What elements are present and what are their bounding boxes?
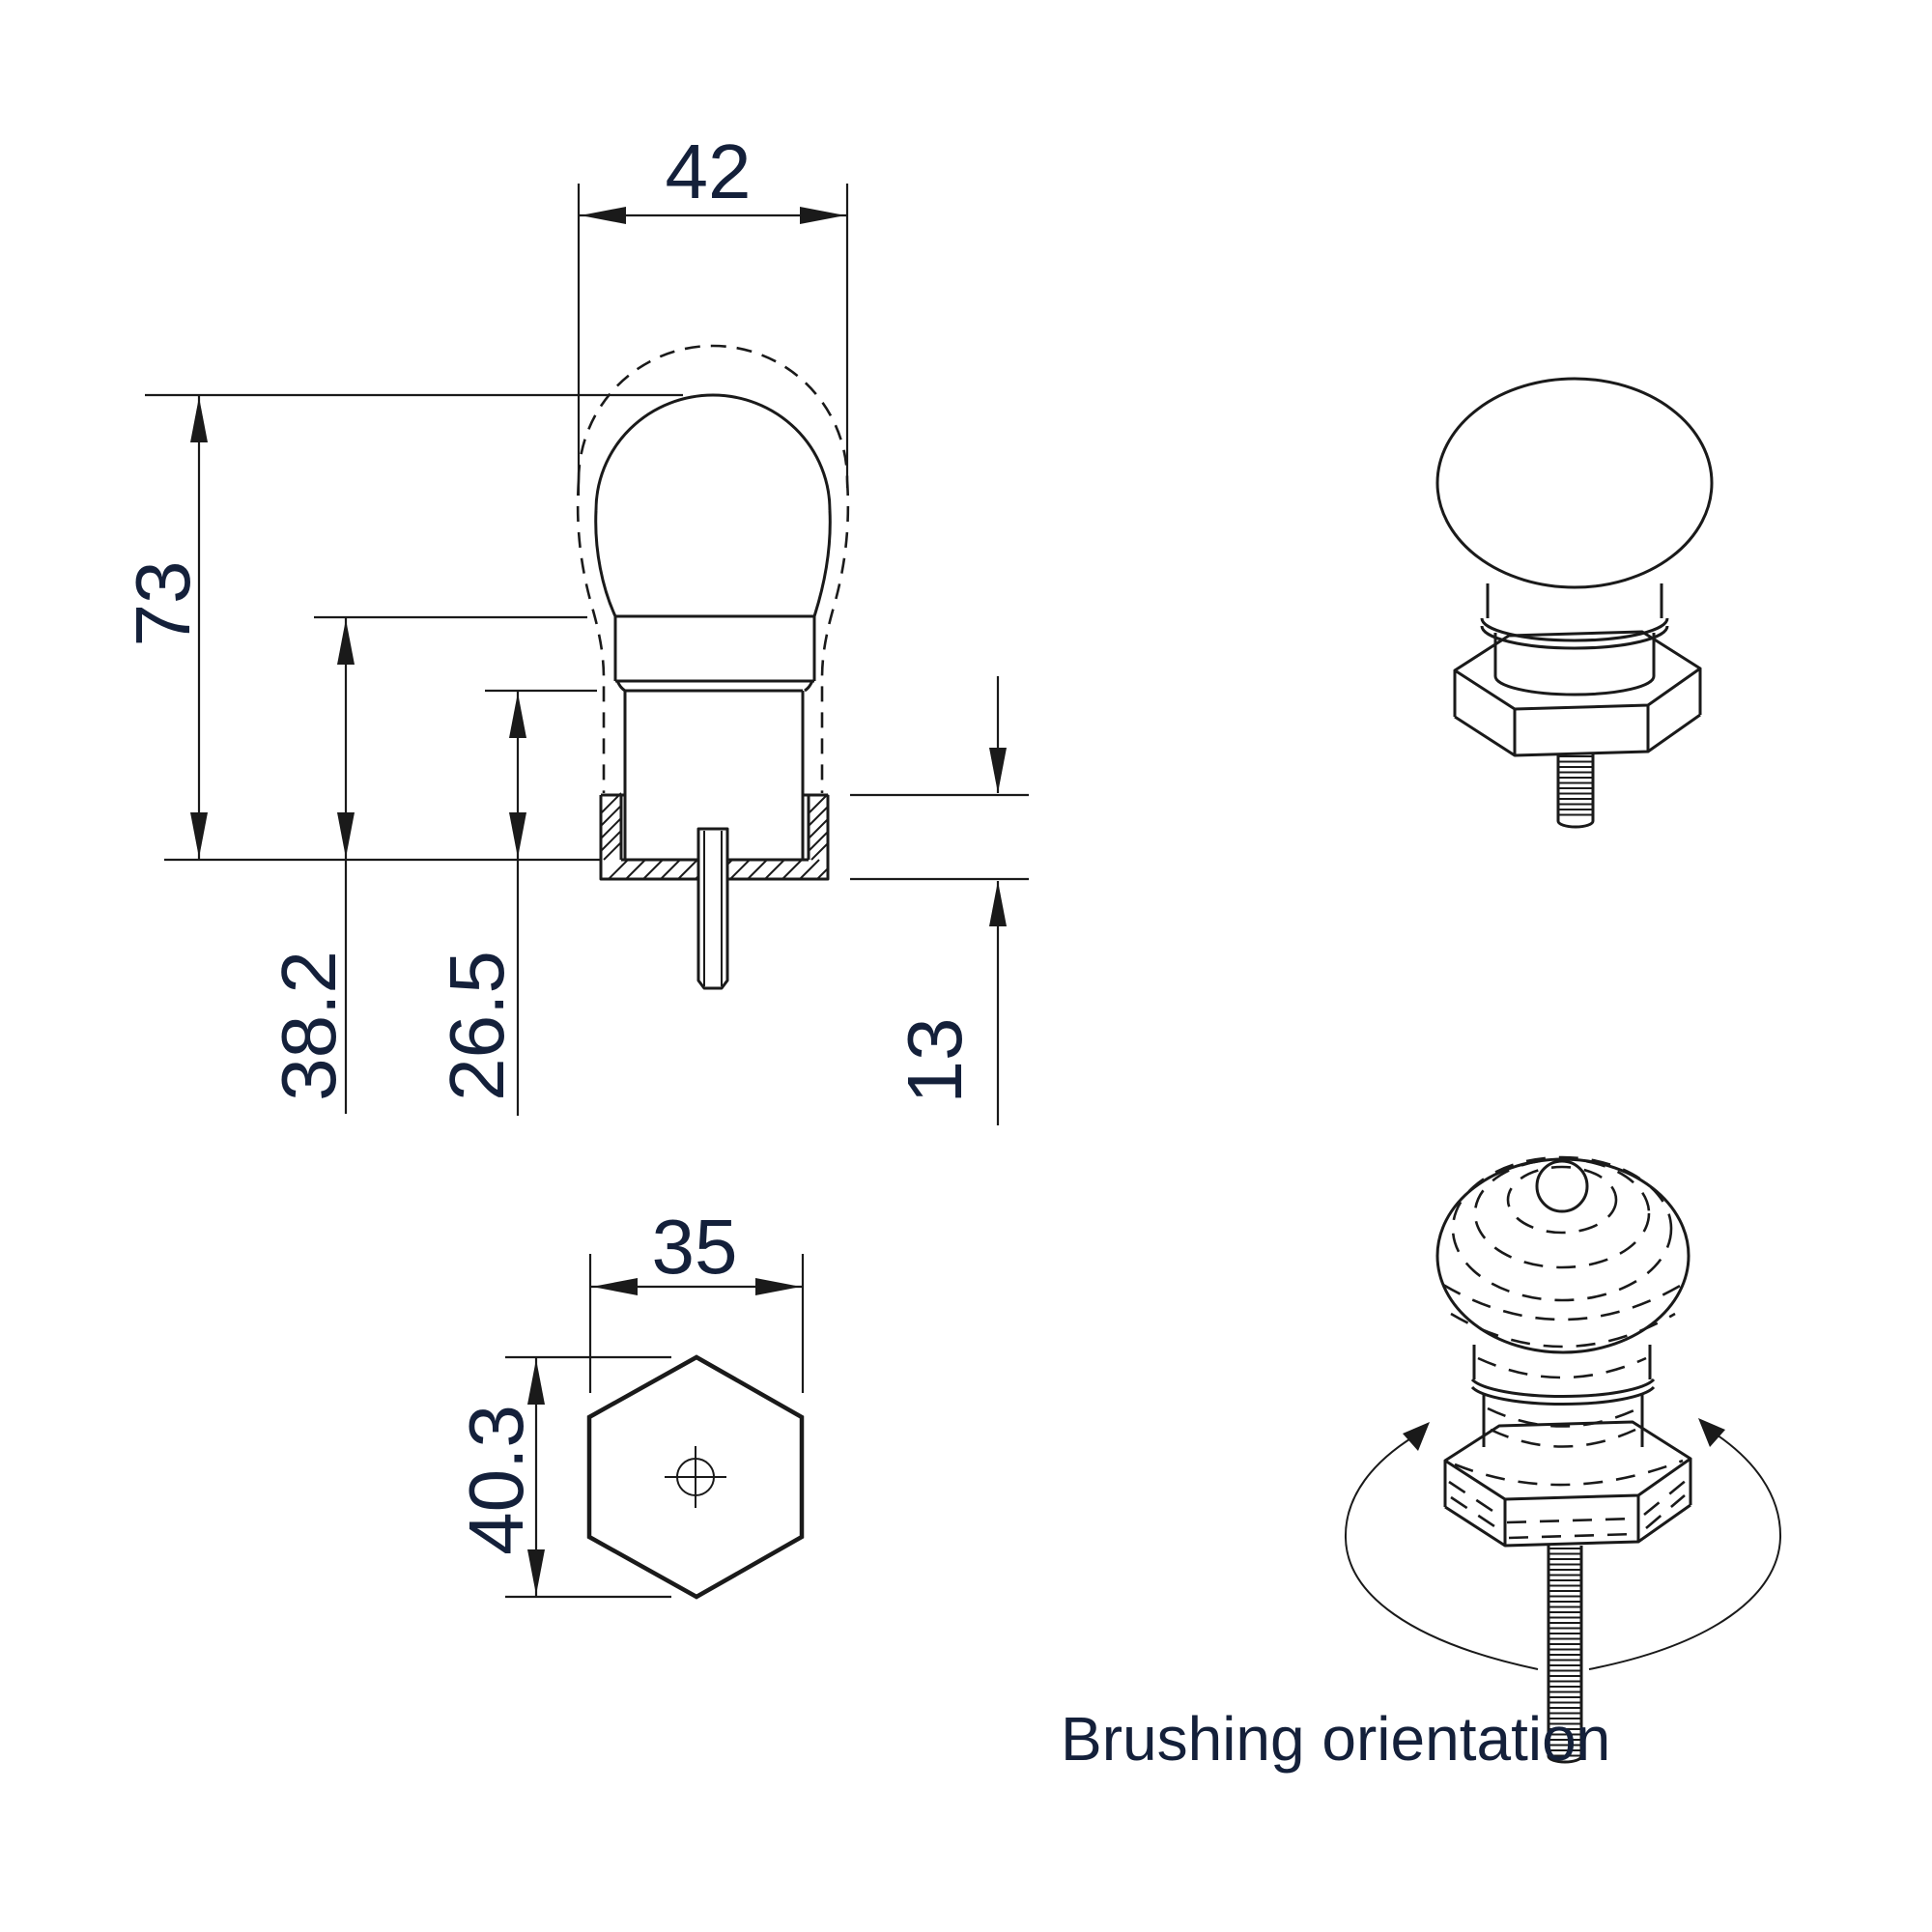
- dimension-73: [145, 393, 683, 862]
- brush-neck: [1470, 1345, 1656, 1448]
- cylinder-body: [623, 689, 805, 860]
- iso-view-brushing: [1344, 1155, 1782, 1764]
- ball-outline: [594, 393, 832, 617]
- dimension-38-2: [314, 615, 587, 1114]
- dim-label-ball-diameter: 42: [666, 128, 752, 214]
- dimension-42: [577, 184, 849, 496]
- rotation-arrowhead-left: [1403, 1422, 1430, 1451]
- brush-direction-rings: [1442, 1155, 1683, 1349]
- iso-view-plain: [1435, 377, 1714, 829]
- nut-hatching: [600, 792, 829, 880]
- hexagon-outline: [586, 1354, 805, 1600]
- dim-label-nut-thickness: 13: [892, 1018, 978, 1104]
- brush-pole-circle: [1535, 1159, 1589, 1213]
- dim-label-cylinder-height: 26.5: [434, 951, 520, 1101]
- dim-label-under-ball-height: 38.2: [266, 951, 352, 1101]
- threaded-stud-front: [696, 827, 729, 990]
- iso-threaded-stud: [1556, 753, 1595, 829]
- rotation-arrowhead-right: [1698, 1418, 1725, 1447]
- brushed-profile-dashed-outline: [576, 344, 850, 793]
- front-view: [145, 184, 1029, 1125]
- dim-label-across-flats: 35: [652, 1204, 738, 1290]
- neck-band: [613, 614, 816, 693]
- center-mark: [665, 1446, 726, 1508]
- iso-ball: [1435, 377, 1714, 589]
- dimension-13: [850, 676, 1029, 1125]
- dim-label-across-corners: 40.3: [453, 1405, 539, 1555]
- iso-neck: [1480, 583, 1669, 676]
- dimension-35: [588, 1254, 805, 1393]
- rotation-arrows: [1344, 1418, 1782, 1670]
- brushing-orientation-note: Brushing orientation: [1061, 1704, 1610, 1774]
- bottom-view: [505, 1254, 805, 1600]
- iso-hex-nut: [1453, 630, 1702, 757]
- dim-label-overall-height: 73: [120, 561, 206, 647]
- brush-hex-nut: [1443, 1420, 1692, 1548]
- hex-nut-section: [599, 792, 830, 881]
- brush-threaded-stud: [1547, 1546, 1583, 1764]
- dimension-40-3: [505, 1355, 671, 1599]
- dimension-26-5: [485, 689, 597, 1116]
